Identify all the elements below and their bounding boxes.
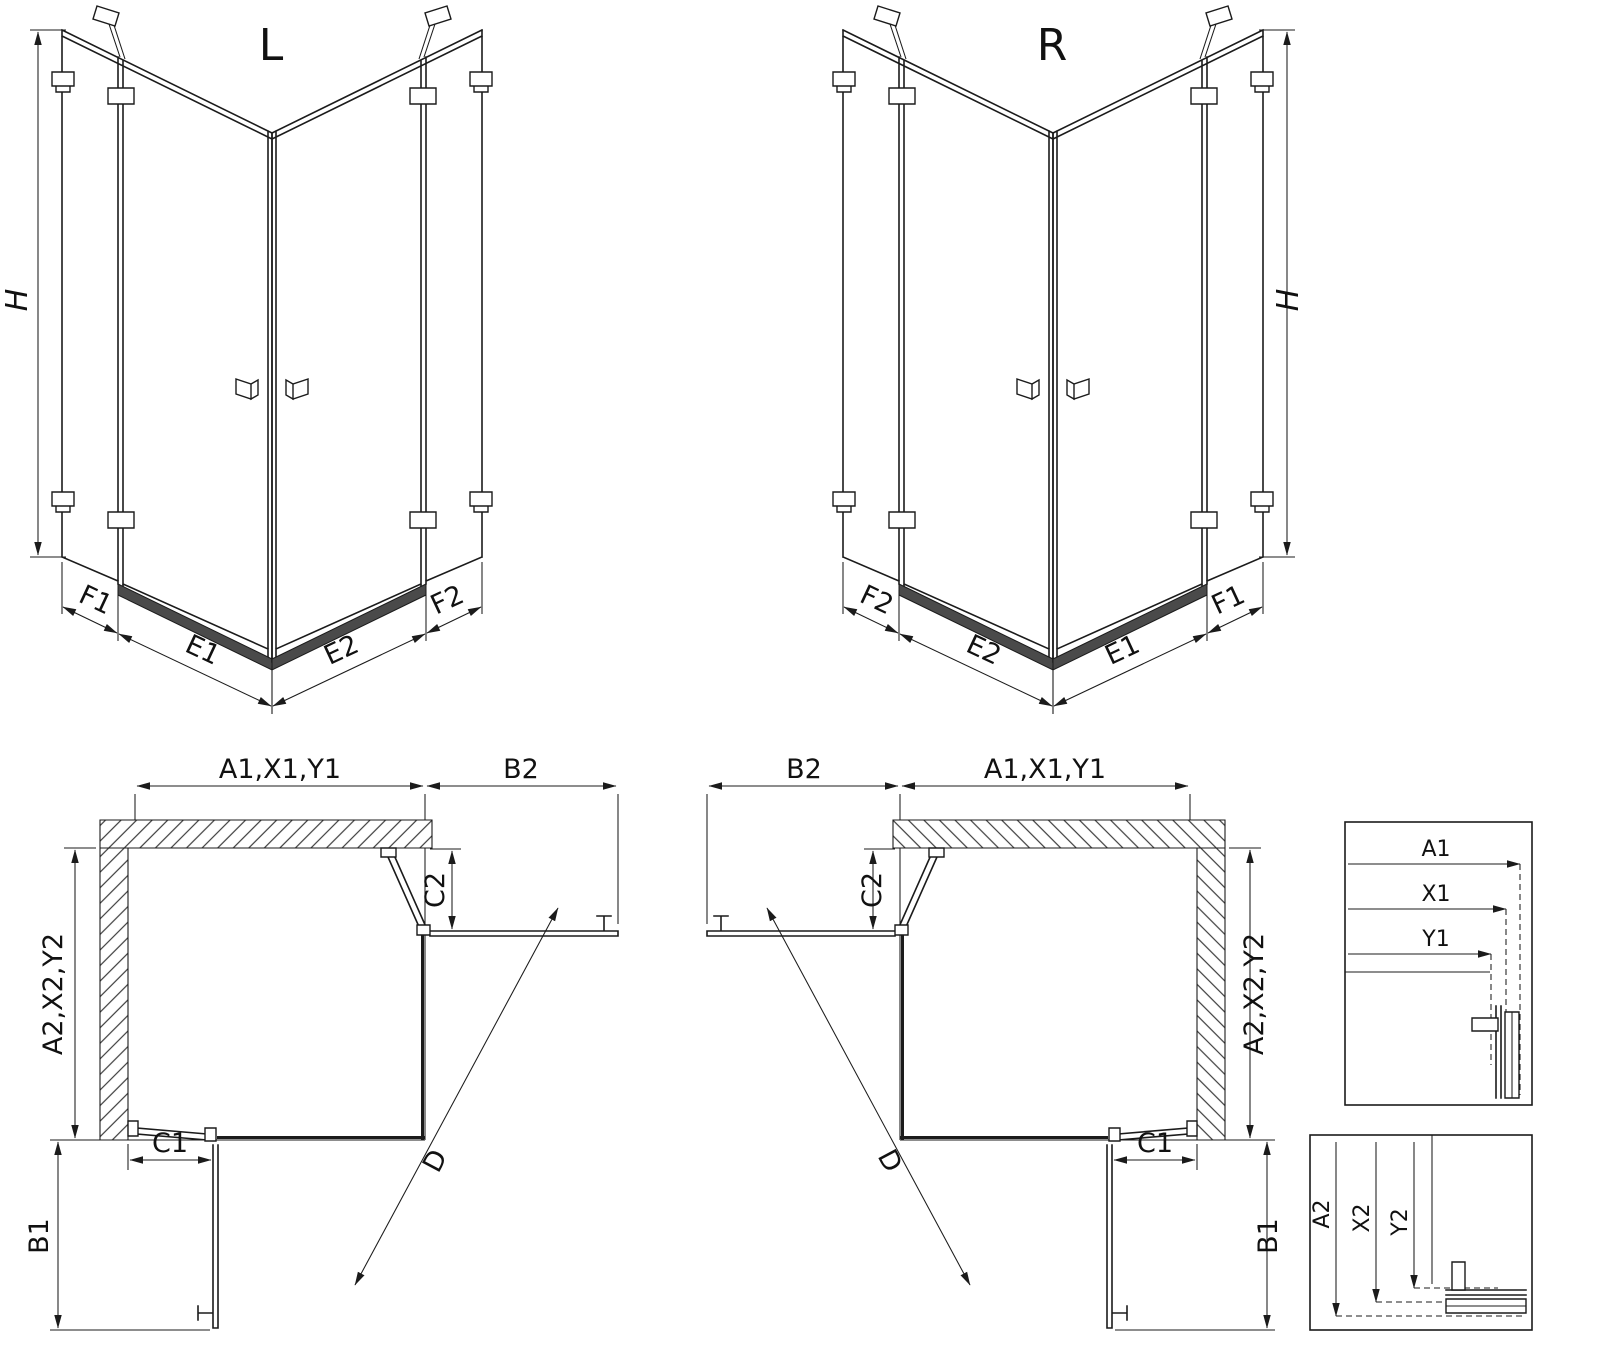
detail-bottom-frame bbox=[1309, 1134, 1533, 1331]
iso-view-right: R H F2 E2 E1 F1 bbox=[833, 6, 1306, 714]
plan-geometry-left bbox=[50, 786, 618, 1330]
detail-label-y2: Y2 bbox=[1388, 1208, 1413, 1236]
plan-label-side-height-right: A2,X2,Y2 bbox=[1239, 933, 1270, 1055]
iso-enclosure-right bbox=[833, 6, 1273, 714]
detail-label-x2: X2 bbox=[1350, 1203, 1375, 1232]
plan-label-b2-left: B2 bbox=[503, 754, 539, 785]
plan-label-c1-left: C1 bbox=[152, 1128, 188, 1159]
iso-view-left: L H F1 E1 E2 F2 bbox=[0, 6, 492, 714]
variant-label-right: R bbox=[1037, 20, 1068, 71]
dim-label-f1-right: F1 bbox=[1207, 579, 1250, 621]
plan-label-b1-right: B1 bbox=[1253, 1218, 1284, 1254]
plan-label-d-right: D bbox=[871, 1145, 908, 1178]
detail-box-top: A1 X1 Y1 bbox=[1344, 821, 1533, 1106]
detail-label-a2: A2 bbox=[1310, 1199, 1335, 1228]
detail-bottom-glass bbox=[1445, 1289, 1527, 1296]
plan-label-c2-left: C2 bbox=[420, 872, 451, 908]
plan-view-right: B2 A1,X1,Y1 C2 A2,X2,Y2 C1 B1 D bbox=[707, 754, 1284, 1330]
plan-label-c2-right: C2 bbox=[857, 872, 888, 908]
detail-box-bottom: A2 X2 Y2 bbox=[1309, 1134, 1533, 1331]
plan-geometry-right bbox=[707, 786, 1275, 1330]
detail-top-frame bbox=[1344, 821, 1533, 1106]
plan-label-top-width-right: A1,X1,Y1 bbox=[984, 754, 1106, 785]
detail-label-x1: X1 bbox=[1421, 882, 1450, 907]
plan-label-side-height-left: A2,X2,Y2 bbox=[38, 933, 69, 1055]
detail-label-y1: Y1 bbox=[1421, 927, 1449, 952]
detail-top-wall-profile bbox=[1471, 1011, 1520, 1099]
plan-label-b2-right: B2 bbox=[786, 754, 822, 785]
detail-label-a1: A1 bbox=[1421, 837, 1450, 862]
detail-bottom-wall-profile bbox=[1445, 1261, 1527, 1314]
dim-label-h-right: H bbox=[1271, 289, 1306, 312]
plan-label-b1-left: B1 bbox=[24, 1218, 55, 1254]
iso-enclosure-left bbox=[52, 6, 492, 714]
plan-view-left: A1,X1,Y1 B2 C2 A2,X2,Y2 C1 B1 D bbox=[24, 754, 618, 1330]
variant-label-left: L bbox=[259, 20, 284, 71]
plan-label-top-width-left: A1,X1,Y1 bbox=[219, 754, 341, 785]
plan-label-c1-right: C1 bbox=[1137, 1128, 1173, 1159]
h-extension-lines-left bbox=[30, 29, 66, 558]
h-extension-lines-right bbox=[1259, 29, 1295, 558]
dim-label-f2-left: F2 bbox=[426, 579, 469, 621]
plan-label-d-left: D bbox=[417, 1145, 454, 1178]
dim-label-h-left: H bbox=[0, 289, 35, 312]
